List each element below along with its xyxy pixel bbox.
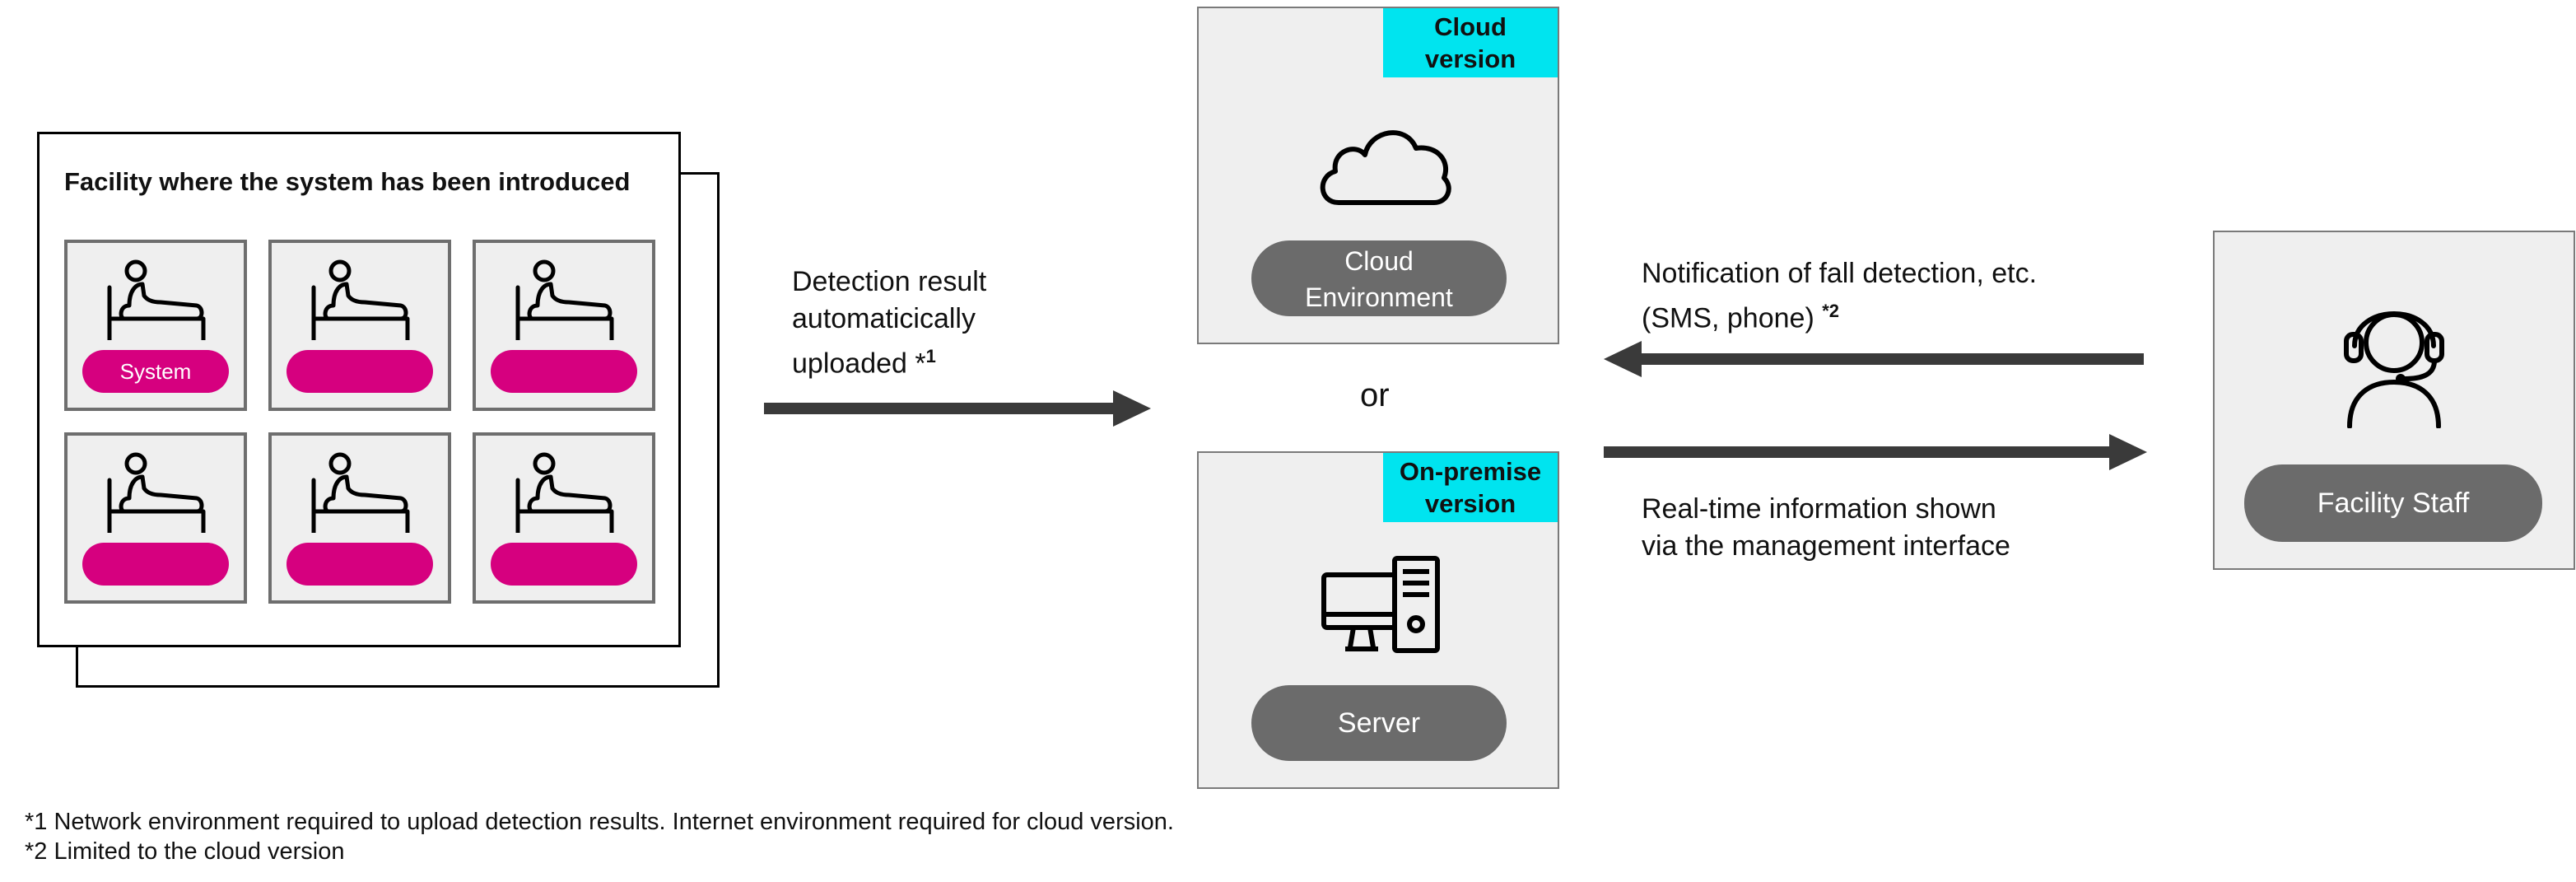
cloud-icon [1320, 130, 1451, 205]
footnote-2: *2 Limited to the cloud version [25, 838, 345, 865]
notification-arrowhead [1604, 341, 1642, 377]
system-badge [286, 350, 433, 393]
upload-label: Detection result automaticically uploade… [792, 266, 987, 380]
system-badge [491, 350, 637, 393]
patient-bed-icon [515, 452, 614, 533]
footnote-1: *1 Network environment required to uploa… [25, 809, 1174, 835]
facility-staff-pill: Facility Staff [2244, 464, 2542, 542]
onpremise-version-box: On-premise version Server [1197, 451, 1559, 789]
computer-server-icon [1321, 556, 1440, 653]
upload-arrow [764, 403, 1118, 414]
patient-bed-icon [515, 259, 614, 340]
headset-operator-icon [2344, 311, 2444, 428]
system-badge [286, 543, 433, 586]
room-card [473, 240, 655, 411]
realtime-arrowhead [2109, 434, 2147, 470]
patient-bed-icon [311, 259, 410, 340]
facility-title: Facility where the system has been intro… [64, 167, 631, 196]
notification-label: Notification of fall detection, etc. (SM… [1642, 258, 2038, 334]
or-label: or [1360, 377, 1390, 413]
onpremise-version-tag: On-premise version [1383, 453, 1558, 522]
patient-bed-icon [107, 259, 206, 340]
cloud-version-box: Cloud version Cloud Environment [1197, 7, 1559, 344]
cloud-version-tag: Cloud version [1383, 8, 1558, 77]
facility-panel: Facility where the system has been intro… [37, 132, 681, 647]
cloud-environment-pill: Cloud Environment [1251, 240, 1507, 316]
room-card: System [64, 240, 247, 411]
room-card [473, 432, 655, 604]
system-badge [491, 543, 637, 586]
patient-bed-icon [107, 452, 206, 533]
system-badge: System [82, 350, 229, 393]
realtime-arrow [1604, 446, 2114, 458]
system-badge [82, 543, 229, 586]
room-card [64, 432, 247, 604]
room-card [268, 240, 451, 411]
realtime-label: Real-time information shown via the mana… [1642, 493, 2010, 562]
room-card [268, 432, 451, 604]
server-pill: Server [1251, 685, 1507, 761]
upload-arrowhead [1113, 390, 1151, 427]
patient-bed-icon [311, 452, 410, 533]
notification-arrow [1638, 353, 2144, 365]
facility-staff-box: Facility Staff [2213, 231, 2575, 570]
